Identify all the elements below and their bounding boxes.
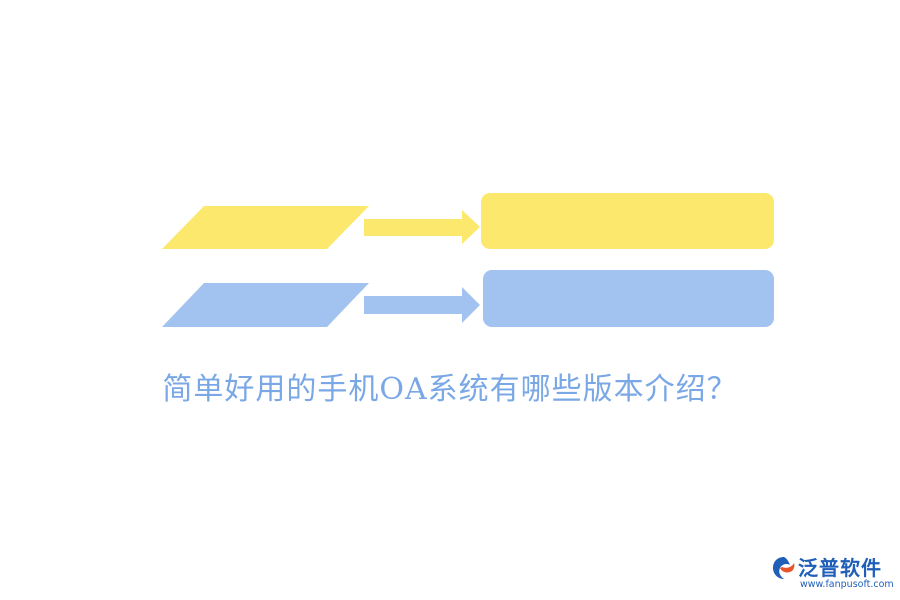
yellow-parallelogram bbox=[162, 206, 369, 249]
blue-arrow bbox=[364, 287, 480, 323]
caption-title: 简单好用的手机OA系统有哪些版本介绍？ bbox=[162, 372, 738, 407]
yellow-box bbox=[481, 193, 774, 249]
yellow-arrow bbox=[364, 210, 480, 244]
brand-url: www.fanpusoft.com bbox=[800, 579, 894, 590]
brand-logo: 泛普软件 www.fanpusoft.com bbox=[770, 552, 894, 596]
blue-box bbox=[483, 270, 774, 327]
blue-parallelogram bbox=[162, 283, 369, 327]
brand-swirl-icon bbox=[773, 557, 795, 579]
brand-name: 泛普软件 bbox=[798, 556, 882, 580]
